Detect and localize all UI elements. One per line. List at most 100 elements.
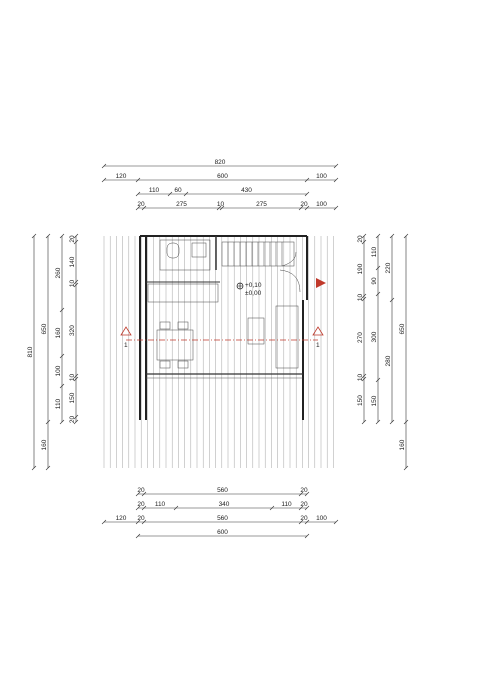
dimension-tick [361,233,367,239]
dimension-label: 120 [116,173,127,180]
dimension-label: 110 [149,187,160,194]
dimension-label: 260 [55,267,62,278]
dimension-tick [73,414,79,420]
dimension-tick [135,533,141,539]
dimension-tick [361,296,367,302]
dining-table [156,321,194,369]
dimension-tick [101,519,107,525]
dimension-label: 150 [357,395,364,406]
dimension-label: 20 [300,501,308,508]
dimension-label: 20 [137,501,145,508]
dimension-label: 160 [41,439,48,450]
dimension-tick [59,307,65,313]
top-dim-row-1: 820 [101,159,339,169]
dimension-tick [135,491,141,497]
dimension-label: 60 [174,187,182,194]
dimension-tick [45,233,51,239]
dimension-tick [59,353,65,359]
right-dim-inner: 20 190 10 270 10 150 [357,233,367,425]
dimension-tick [304,519,310,525]
dimension-label: 10 [357,294,364,302]
dimension-tick [173,505,179,511]
dimension-tick [333,519,339,525]
right-dim-outer-1: 220 280 [385,233,395,425]
dimension-label: 160 [55,327,62,338]
dimension-tick [219,205,225,211]
dimension-label: 220 [385,262,392,273]
dimension-tick [361,293,367,299]
dimension-label: 100 [55,365,62,376]
dimension-label: 110 [371,246,378,257]
dimension-tick [304,533,310,539]
dimension-label: 340 [219,501,230,508]
dimension-tick [45,419,51,425]
dimension-tick [375,419,381,425]
dimension-tick [389,419,395,425]
dimension-label: 150 [371,395,378,406]
dimension-tick [361,373,367,379]
dimension-tick [333,163,339,169]
dimension-tick [135,191,141,197]
dimension-label: 110 [155,501,166,508]
dimension-label: 300 [371,331,378,342]
dimension-tick [304,505,310,511]
dimension-label: 650 [399,323,406,334]
dimension-label: 10 [357,374,364,382]
dimension-label: 140 [69,256,76,267]
dimension-label: 20 [69,235,76,243]
dimension-label: 100 [316,201,327,208]
dimension-tick [141,491,147,497]
dimension-tick [375,291,381,297]
dimension-label: 100 [316,173,327,180]
living-area-furniture [247,305,299,369]
dimension-tick [31,233,37,239]
dimension-tick [73,233,79,239]
dimension-label: 150 [69,392,76,403]
dimension-label: 820 [215,159,226,166]
dimension-label: 275 [176,201,187,208]
level-marker-icon [236,282,244,290]
dimension-tick [304,177,310,183]
dimension-tick [375,265,381,271]
dimension-label: 190 [357,263,364,274]
dimension-tick [135,519,141,525]
dimension-label: 280 [385,355,392,366]
dimension-tick [135,177,141,183]
dimension-label: 120 [116,515,127,522]
dimension-label: 100 [316,515,327,522]
dimension-tick [298,205,304,211]
dimension-label: 20 [137,201,145,208]
entrance-arrow-icon [316,278,326,288]
dimension-tick [73,239,79,245]
dimension-tick [403,419,409,425]
building-walls [126,235,318,420]
dimension-tick [333,177,339,183]
dimension-tick [375,233,381,239]
dimension-tick [45,465,51,471]
dimension-tick [135,205,141,211]
dimension-tick [59,383,65,389]
dimension-tick [269,505,275,511]
dimension-tick [389,233,395,239]
dimension-label: 270 [357,332,364,343]
dimension-tick [101,163,107,169]
stair [221,241,297,267]
dimension-tick [141,205,147,211]
dimension-label: 810 [27,346,34,357]
dimension-label: 20 [300,201,308,208]
dimension-tick [73,282,79,288]
dimension-label: 10 [69,280,76,288]
dimension-tick [73,376,79,382]
dimension-tick [304,191,310,197]
dimension-tick [304,491,310,497]
dimension-label: 20 [357,235,364,243]
